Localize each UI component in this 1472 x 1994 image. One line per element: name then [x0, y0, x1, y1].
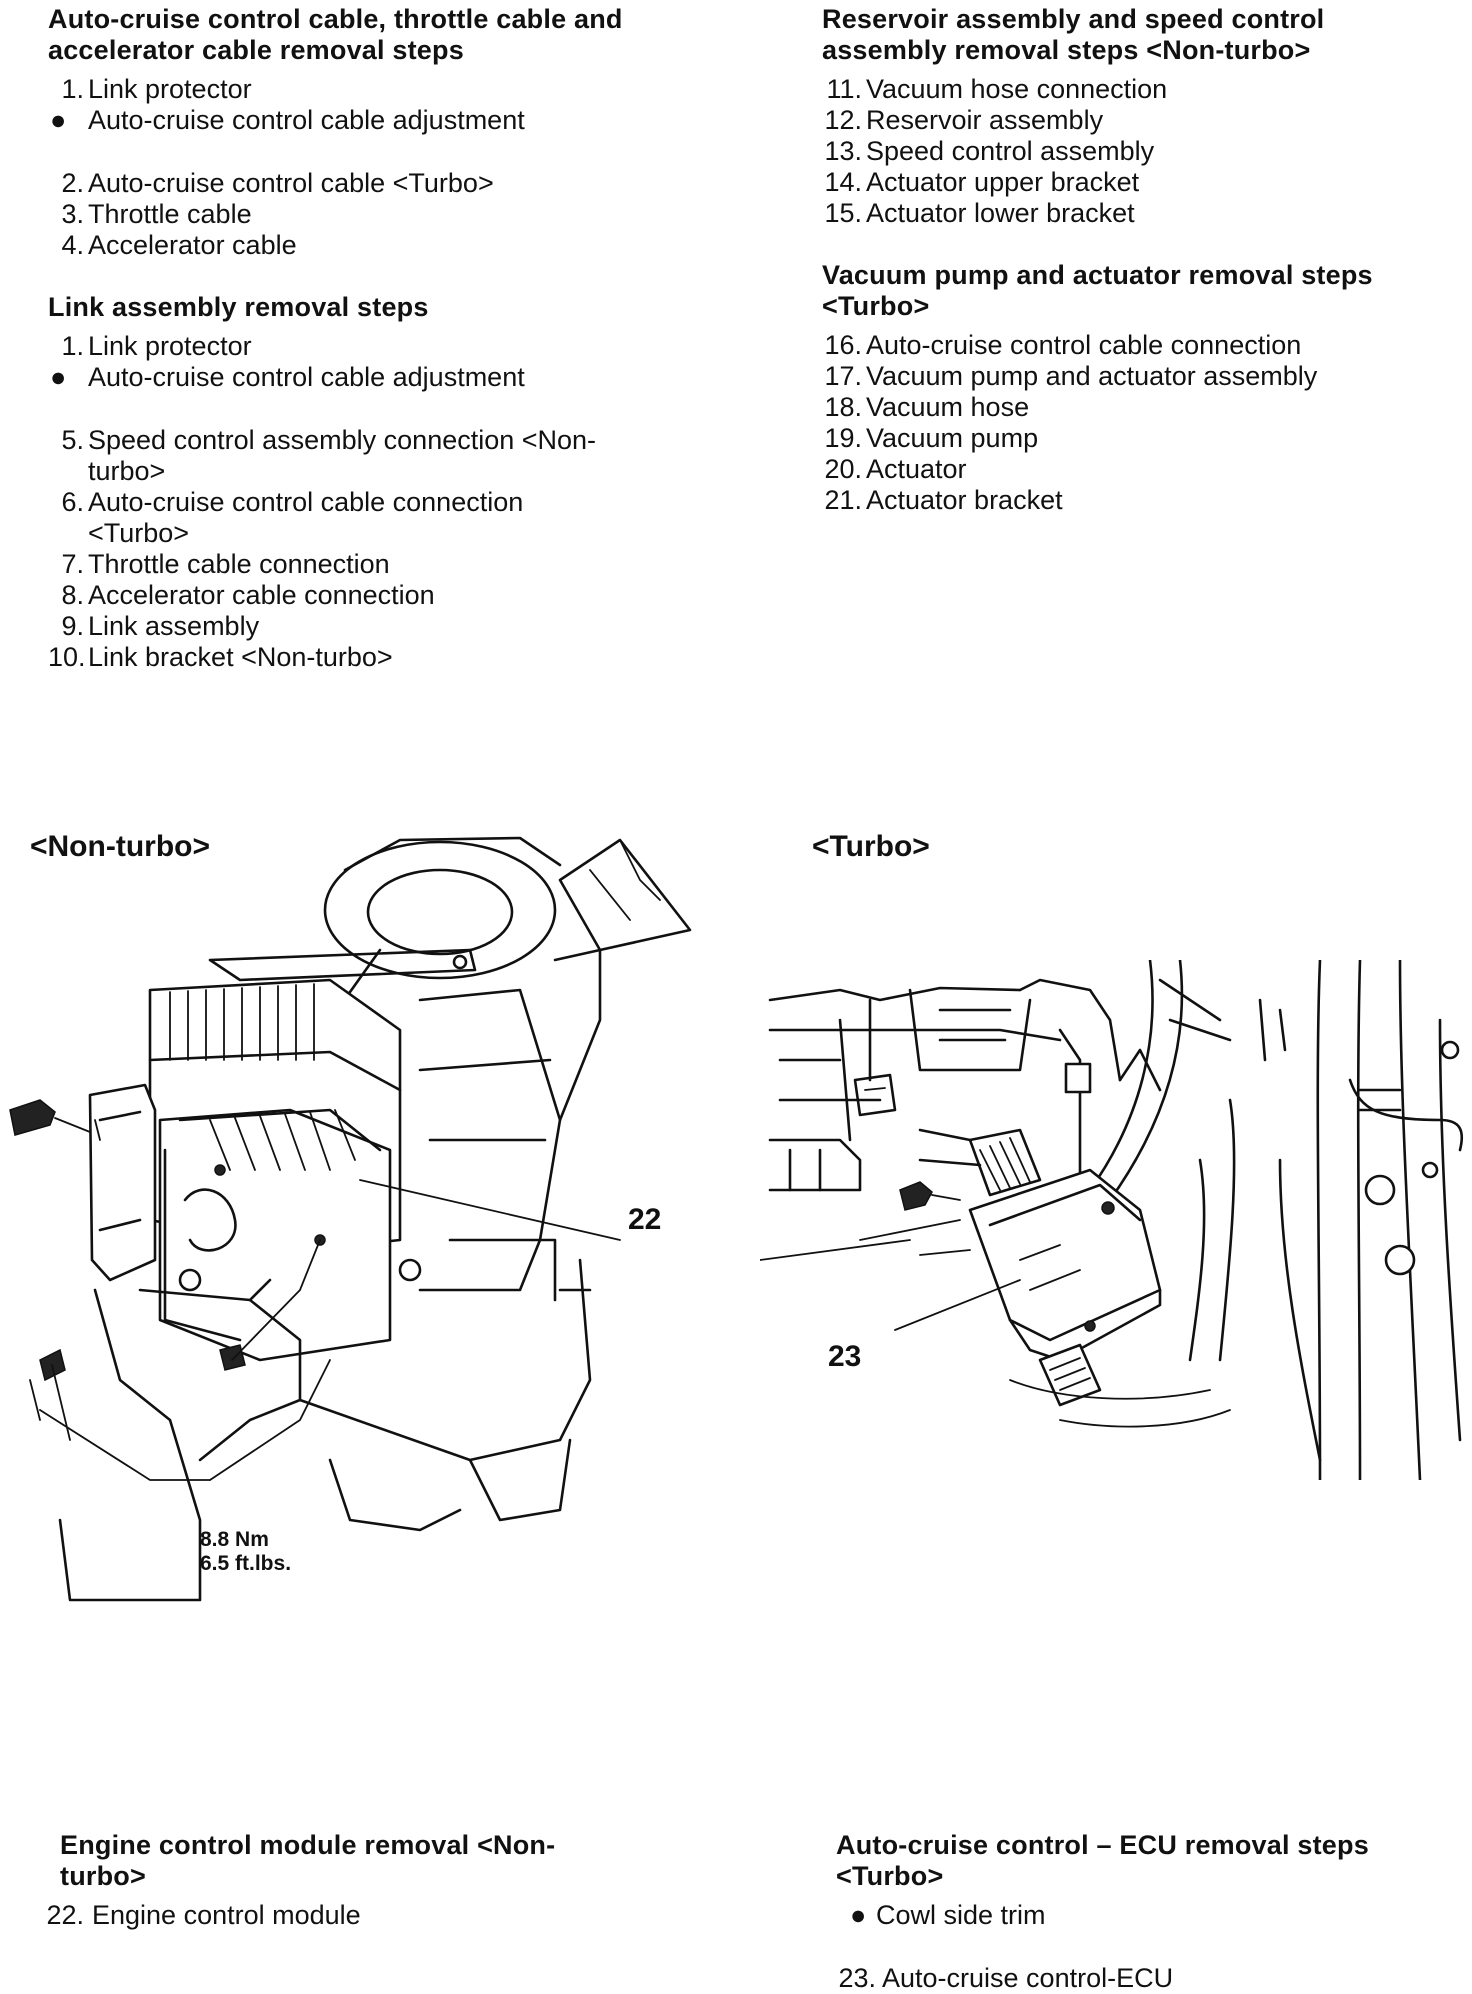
- list-item: 14.Actuator upper bracket: [824, 167, 1140, 197]
- list-item: 1.Link protector: [61, 74, 252, 104]
- list-item: 4.Accelerator cable: [61, 230, 297, 260]
- list-item: 21.Actuator bracket: [824, 485, 1063, 515]
- list-item: 3.Throttle cable: [61, 199, 252, 229]
- non-turbo-ecm-illustration: [9, 836, 692, 1602]
- list-item: 20.Actuator: [824, 454, 967, 484]
- link-removal-heading: Link assembly removal steps: [48, 292, 429, 322]
- list-item: 16.Auto-cruise control cable connection: [824, 330, 1302, 360]
- non-turbo-figure-label: <Non-turbo>: [30, 830, 210, 863]
- list-item: ●Auto-cruise control cable adjustment: [50, 105, 525, 135]
- list-item: 19.Vacuum pump: [824, 423, 1039, 453]
- vacuum-removal-heading: Vacuum pump and actuator removal steps <…: [822, 260, 1373, 321]
- list-item: 2.Auto-cruise control cable <Turbo>: [61, 168, 494, 198]
- list-item: 10.Link bracket <Non-turbo>: [48, 642, 393, 672]
- list-item: 23.Auto-cruise control-ECU: [838, 1963, 1174, 1993]
- callout-22: 22: [628, 1203, 662, 1236]
- list-item: 9.Link assembly: [61, 611, 260, 641]
- ecu-removal-heading: Auto-cruise control – ECU removal steps …: [836, 1830, 1369, 1891]
- reservoir-removal-heading: Reservoir assembly and speed control ass…: [822, 4, 1325, 65]
- torque-nm: 8.8 Nm: [200, 1528, 269, 1551]
- reservoir-removal-section: Reservoir assembly and speed control ass…: [822, 4, 1452, 229]
- list-item: 5.Speed control assembly connection <Non…: [61, 425, 597, 486]
- list-item: 22.Engine control module: [46, 1900, 361, 1930]
- list-item: 18.Vacuum hose: [824, 392, 1030, 422]
- list-item: ●Cowl side trim: [850, 1900, 1046, 1930]
- list-item: 8.Accelerator cable connection: [61, 580, 435, 610]
- link-removal-section: Link assembly removal steps 1.Link prote…: [48, 292, 688, 673]
- list-item: 1.Link protector: [61, 331, 252, 361]
- ecm-removal-heading: Engine control module removal <Non-turbo…: [60, 1830, 556, 1891]
- vacuum-removal-section: Vacuum pump and actuator removal steps <…: [822, 260, 1452, 516]
- list-item: 12.Reservoir assembly: [824, 105, 1104, 135]
- torque-spec: 8.8 Nm 6.5 ft.lbs.: [200, 1528, 291, 1576]
- ecu-removal-section: Auto-cruise control – ECU removal steps …: [836, 1830, 1466, 1994]
- list-item: 7.Throttle cable connection: [61, 549, 390, 579]
- list-item: 15.Actuator lower bracket: [824, 198, 1135, 228]
- callout-23: 23: [828, 1340, 862, 1373]
- cables-removal-heading: Auto-cruise control cable, throttle cabl…: [48, 4, 623, 65]
- list-item: ●Auto-cruise control cable adjustment: [50, 362, 525, 392]
- torque-ftlbs: 6.5 ft.lbs.: [200, 1552, 292, 1575]
- cables-removal-section: Auto-cruise control cable, throttle cabl…: [48, 4, 688, 261]
- turbo-ecu-illustration: [760, 960, 1464, 1480]
- list-item: 13.Speed control assembly: [824, 136, 1155, 166]
- list-item: 11.Vacuum hose connection: [826, 74, 1168, 104]
- turbo-figure-label: <Turbo>: [812, 830, 930, 863]
- ecm-removal-section: Engine control module removal <Non-turbo…: [44, 1830, 604, 1931]
- list-item: 17.Vacuum pump and actuator assembly: [824, 361, 1318, 391]
- list-item: 6.Auto-cruise control cable connection <…: [61, 487, 524, 548]
